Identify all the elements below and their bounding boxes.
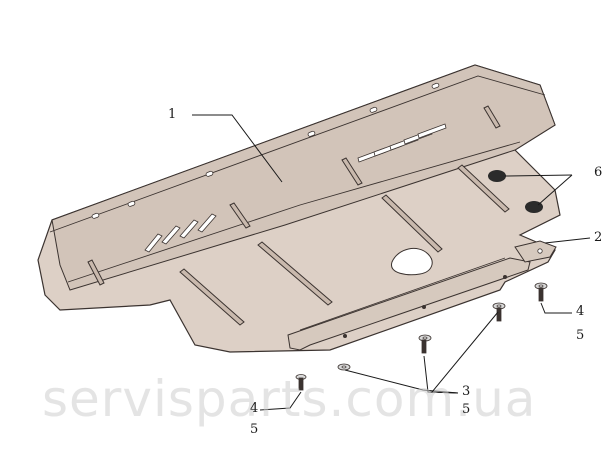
bend-line-upper (49, 75, 546, 233)
callout-2: 2 (594, 230, 603, 245)
stiffening-ribs (87, 105, 510, 326)
callout-5-right: 5 (576, 328, 585, 343)
bracket-edge (299, 257, 506, 331)
bracket-hole (422, 305, 426, 309)
mounting-holes (91, 82, 440, 219)
plug-cap (488, 170, 506, 182)
drain-access-hole (391, 247, 433, 276)
callout-4-left: 4 (250, 401, 259, 416)
callout-4-right: 4 (576, 304, 585, 319)
callout-1: 1 (168, 107, 177, 122)
callout-6: 6 (594, 165, 603, 180)
fasteners (295, 282, 548, 391)
callout-5-left: 5 (250, 422, 259, 437)
bend-line-lower (67, 141, 521, 283)
callout-3-5: 5 (462, 402, 471, 417)
vent-slots-left (144, 213, 217, 253)
bracket-hole (343, 334, 347, 338)
rear-bracket (287, 257, 531, 351)
tab-hole (537, 248, 543, 254)
side-mount-tab (514, 240, 557, 263)
leader-lines (192, 114, 591, 411)
bracket-hole (503, 275, 507, 279)
callout-3: 3 (462, 384, 471, 399)
front-lip (51, 64, 556, 291)
vent-slots-right (357, 123, 447, 163)
